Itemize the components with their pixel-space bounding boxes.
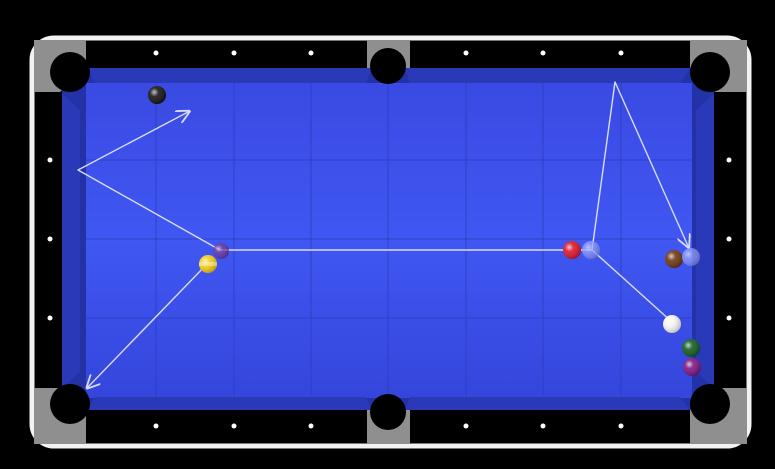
pocket-bottom-left[interactable] [50, 384, 90, 424]
diamond [48, 316, 53, 321]
blue-ghost-ball[interactable] [582, 241, 600, 259]
ball-shine [683, 358, 701, 376]
diamond [154, 424, 159, 429]
cushion-bottom-left [86, 397, 372, 410]
diamond [464, 424, 469, 429]
pocket-bottom-right[interactable] [690, 384, 730, 424]
purple-ball[interactable] [683, 358, 701, 376]
diamond [619, 51, 624, 56]
diamond [727, 316, 732, 321]
ball-shine [213, 243, 229, 259]
pocket-top-middle[interactable] [370, 48, 406, 84]
ball-shine [563, 241, 581, 259]
pocket-top-left[interactable] [50, 52, 90, 92]
diamond [727, 158, 732, 163]
pocket-bottom-middle[interactable] [370, 394, 406, 430]
diamond [48, 158, 53, 163]
felt [86, 83, 692, 398]
ball-shine [148, 86, 166, 104]
cushion-top-left [86, 68, 372, 83]
purple-ghost-ball[interactable] [213, 243, 229, 259]
diamond [232, 424, 237, 429]
red-ball[interactable] [563, 241, 581, 259]
diamond [48, 237, 53, 242]
diamond [309, 51, 314, 56]
cushion-top-right [405, 68, 690, 83]
pocket-top-right[interactable] [690, 52, 730, 92]
yellow-ball[interactable] [199, 255, 217, 273]
brown-ball[interactable] [665, 250, 683, 268]
diamond [309, 424, 314, 429]
green-ball[interactable] [682, 339, 700, 357]
diamond [541, 51, 546, 56]
black-8-ball[interactable] [148, 86, 166, 104]
ball-shine [682, 339, 700, 357]
diamond [541, 424, 546, 429]
cushion-left [62, 94, 80, 388]
ball-shine [682, 248, 700, 266]
diamond [232, 51, 237, 56]
ball-shine [582, 241, 600, 259]
diamond [154, 51, 159, 56]
diamond [464, 51, 469, 56]
cushion-bottom-right [405, 397, 690, 410]
ball-shine [665, 250, 683, 268]
diamond [619, 424, 624, 429]
diamond [727, 237, 732, 242]
ball-stripe [199, 262, 217, 266]
ball-shine [663, 315, 681, 333]
blue-ghost-ball-2[interactable] [682, 248, 700, 266]
cue-ball[interactable] [663, 315, 681, 333]
